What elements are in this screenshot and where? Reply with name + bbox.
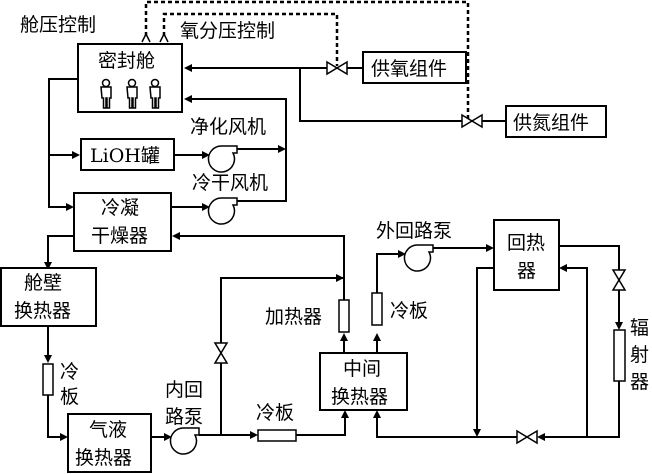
cold-plate-bottom-label: 冷板 [256, 402, 294, 424]
inner-loop-pump-label-1: 内回 [165, 379, 203, 401]
cold-dry-fan-icon [207, 197, 238, 225]
cold-plate-left-icon [42, 363, 54, 396]
radiator-label-2: 射 [630, 344, 649, 366]
radiator-valve-icon [611, 269, 627, 282]
cabin-wall-hx-label-1: 舱壁 [24, 272, 62, 294]
outer-loop-pump-icon [403, 244, 434, 272]
inner-loop-pump-icon [169, 427, 200, 455]
lioh-tank-label: LiOH罐 [90, 145, 160, 167]
gas-liquid-hx-label-2: 换热器 [75, 447, 132, 469]
radiator-label-3: 器 [630, 371, 649, 393]
oxygen-pressure-control-line [162, 12, 339, 66]
intermediate-hx-label-1: 中间 [343, 358, 381, 380]
heater-return-line [180, 235, 345, 300]
oxygen-supply-box [362, 51, 467, 84]
cabin-pressure-control-line [144, 0, 470, 120]
cold-plate-outer-icon [371, 292, 383, 326]
cold-plate-bottom-icon [257, 429, 297, 442]
oxygen-partial-pressure-control-label: 氧分压控制 [180, 20, 275, 42]
inner-loop-pump-label-2: 路泵 [165, 406, 203, 428]
intermediate-hx-box [319, 352, 408, 411]
cabin-wall-hx-label-2: 换热器 [14, 300, 71, 322]
cabin-wall-hx-box [0, 267, 97, 327]
regenerator-label-2: 器 [517, 260, 536, 282]
cold-plate-left-label-1: 冷 [60, 361, 79, 383]
regenerator-box [493, 219, 560, 291]
heater-label: 加热器 [265, 306, 322, 328]
nitrogen-valve-icon [461, 113, 474, 129]
cabin-pressure-control-label: 舱压控制 [20, 14, 96, 36]
oxygen-valve-icon [326, 60, 339, 76]
nitrogen-supply-label: 供氮组件 [513, 112, 589, 134]
oxygen-sensor-icon [159, 32, 169, 43]
control-signal-lines [141, 0, 470, 120]
condensing-dryer-box [73, 192, 172, 252]
sealed-cabin-label: 密封舱 [98, 50, 155, 72]
bottom-valve-icon [516, 429, 529, 445]
gas-liquid-hx-label-1: 气液 [89, 419, 127, 441]
cold-dry-fan-label: 冷干风机 [192, 172, 268, 194]
gas-liquid-hx-box [67, 413, 152, 473]
intermediate-hx-label-2: 换热器 [331, 386, 388, 408]
nitrogen-line [299, 68, 462, 122]
heater-icon [338, 299, 350, 333]
cold-plate-outer-label: 冷板 [390, 300, 428, 322]
cabin-pressure-sensor-icon [141, 32, 151, 43]
cabin-outlet-line [48, 78, 78, 208]
condensing-dryer-label-2: 干燥器 [91, 225, 148, 247]
bypass-valve-icon [213, 342, 229, 355]
purify-fan-icon [207, 145, 238, 173]
arrow-icon [184, 64, 192, 72]
radiator-label-1: 辐 [630, 317, 649, 339]
regenerator-label-1: 回热 [507, 232, 545, 254]
bypass-line [220, 277, 344, 435]
nitrogen-supply-box [505, 105, 607, 138]
lioh-tank-box [80, 138, 175, 171]
cold-plate-left-label-2: 板 [60, 386, 79, 408]
oxygen-supply-label: 供氧组件 [371, 58, 447, 80]
radiator-icon [613, 329, 626, 382]
outer-loop-pump-label: 外回路泵 [376, 220, 452, 242]
condensing-dryer-label-1: 冷凝 [101, 197, 139, 219]
purify-fan-label: 净化风机 [190, 116, 266, 138]
